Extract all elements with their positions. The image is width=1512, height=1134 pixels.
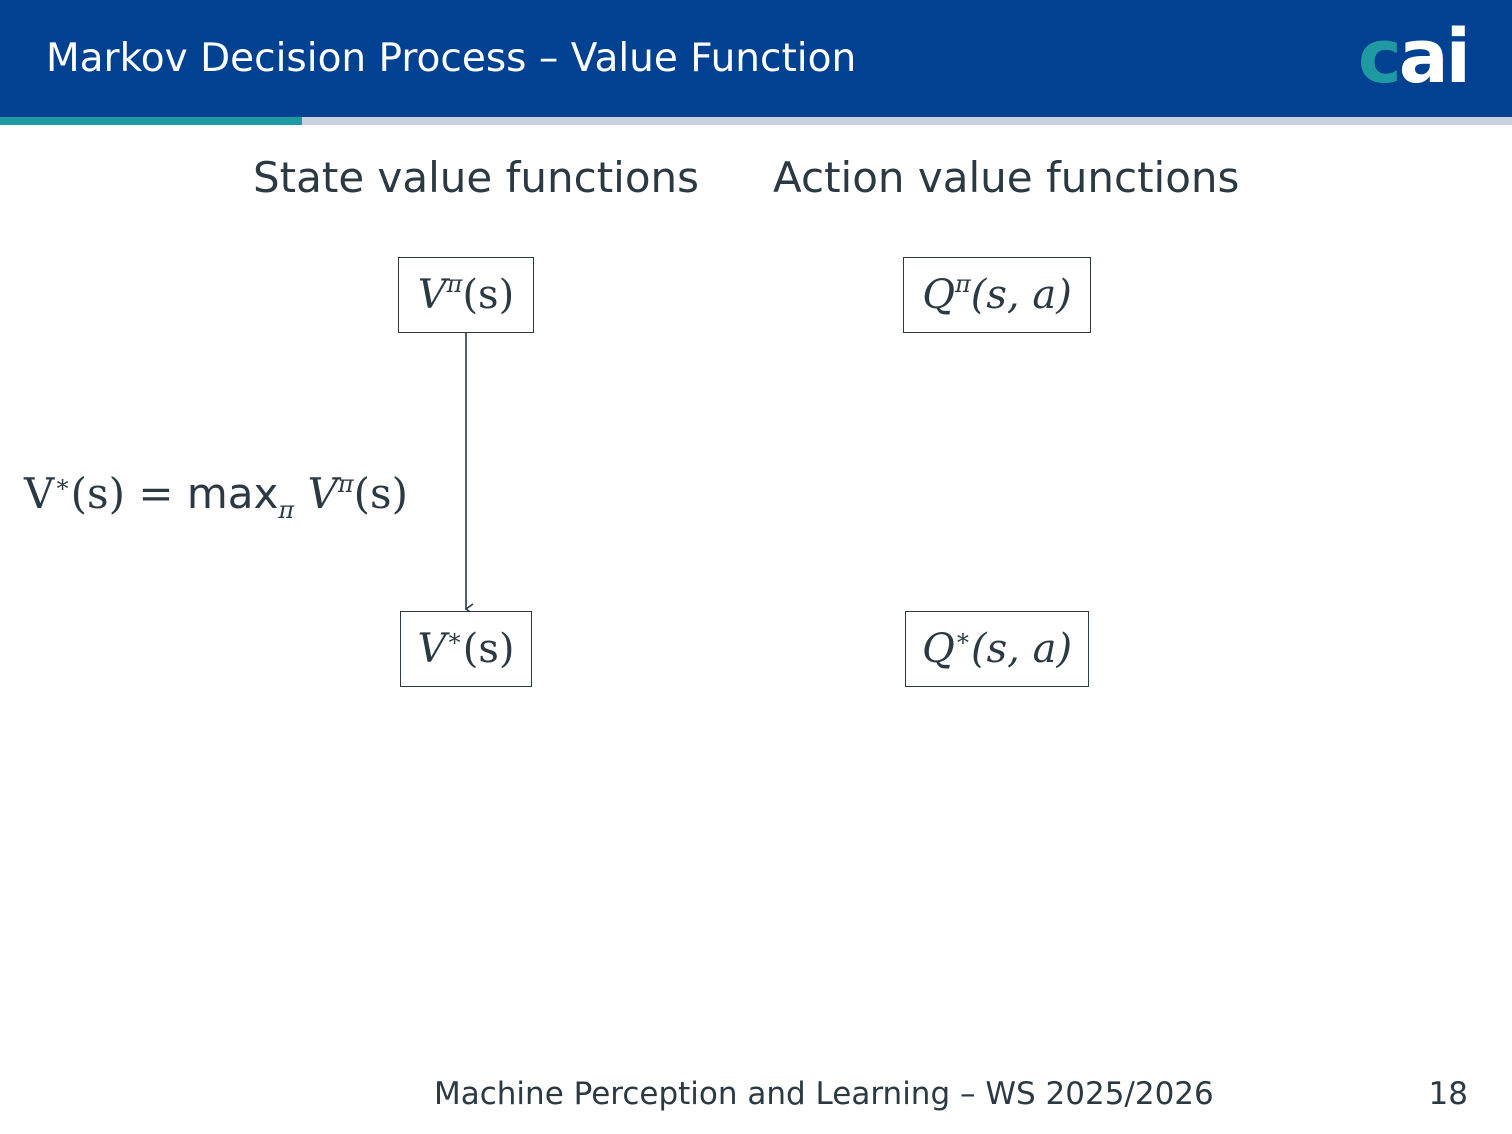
node-v-star-expr: V∗(s) [417, 624, 515, 672]
node-q-star-expr: Q∗(s, a) [921, 624, 1073, 672]
action-value-heading: Action value functions [773, 153, 1240, 202]
footer-course: Machine Perception and Learning – WS 202… [434, 1076, 1214, 1112]
node-v-pi-expr: Vπ(s) [417, 270, 515, 318]
logo-c-letter: c [1357, 14, 1402, 100]
state-value-heading: State value functions [253, 153, 700, 202]
progress-track [0, 117, 1512, 125]
slide-title: Markov Decision Process – Value Function [46, 36, 857, 81]
progress-fill [0, 117, 302, 125]
node-q-pi: Qπ(s, a) [903, 257, 1091, 333]
node-v-star: V∗(s) [400, 611, 532, 687]
node-q-pi-expr: Qπ(s, a) [922, 270, 1072, 318]
cai-logo: cai [1358, 20, 1471, 94]
node-v-pi: Vπ(s) [398, 257, 534, 333]
node-q-star: Q∗(s, a) [905, 611, 1089, 687]
logo-ai-letters: ai [1398, 14, 1471, 100]
edge-label-formula: V∗(s) = maxπ Vπ(s) [24, 469, 408, 524]
page-number: 18 [1428, 1076, 1468, 1112]
slide-header: Markov Decision Process – Value Function… [0, 0, 1512, 117]
